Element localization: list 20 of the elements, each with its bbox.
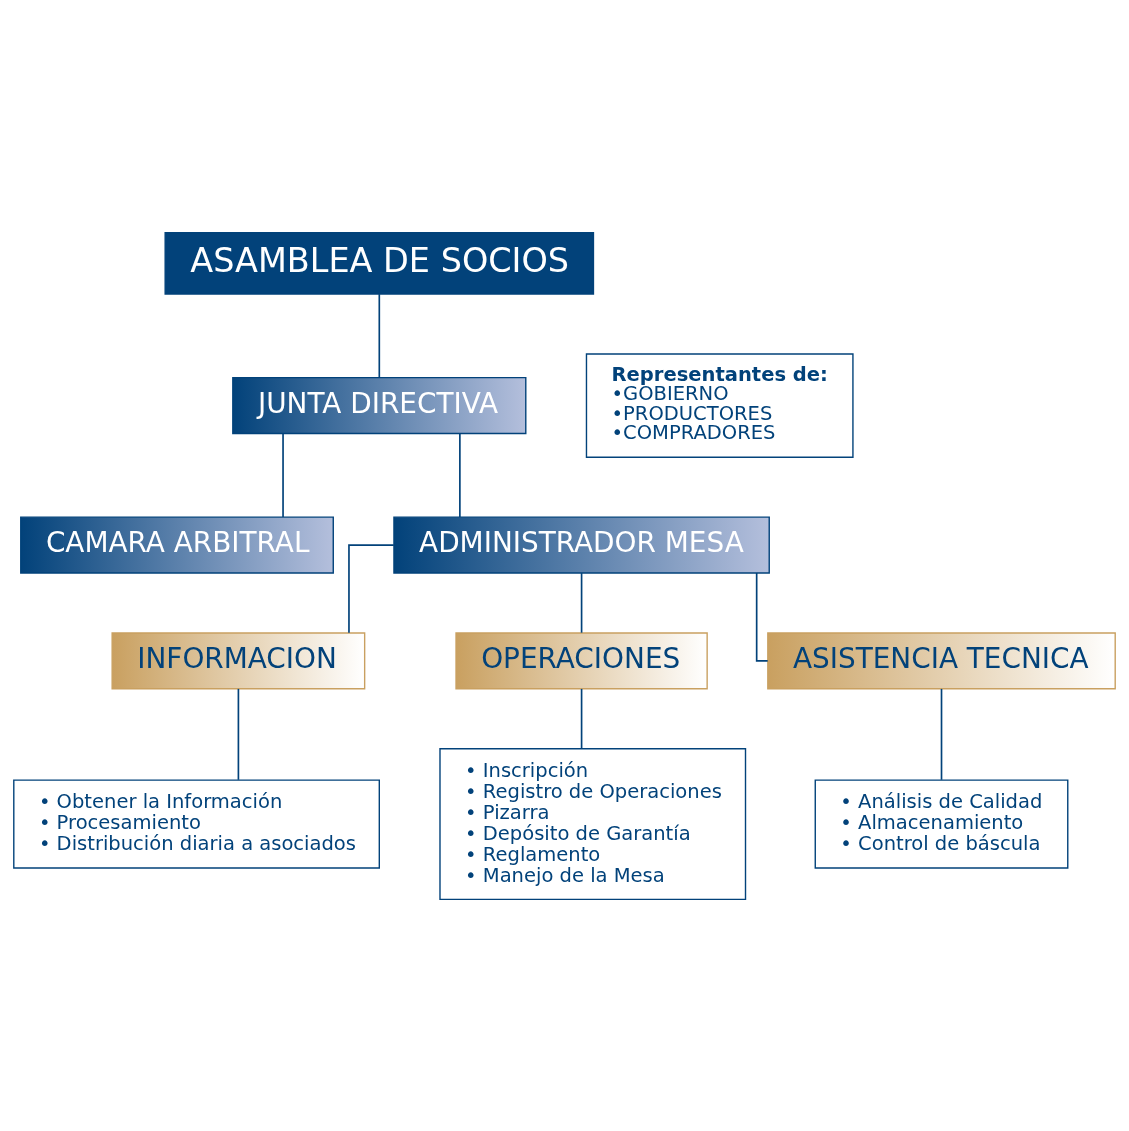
node-box: ASAMBLEA DE SOCIOS [164, 231, 595, 295]
connector [237, 687, 240, 781]
node-box: OPERACIONES [455, 631, 708, 689]
connector [378, 292, 381, 378]
connector [580, 571, 583, 634]
node-box: CAMARA ARBITRAL [20, 515, 334, 574]
connector [348, 543, 395, 634]
node-box: Representantes de: •GOBIERNO •PRODUCTORES •COMPRADORES [585, 352, 854, 458]
node-box: JUNTA DIRECTIVA [232, 376, 527, 434]
connector [282, 432, 284, 518]
node-box: • Inscripción • Registro de Operaciones • Pizarra • Depósito de Garantía • Reglamento • Manejo de la Mesa [439, 747, 747, 900]
node-box: INFORMACION [111, 631, 366, 689]
connector [755, 571, 769, 662]
node-box: • Obtener la Información • Procesamiento • Distribución diaria a asociados [13, 778, 380, 869]
connector [459, 432, 461, 518]
node-box: ADMINISTRADOR MESA [393, 515, 770, 574]
connector [940, 687, 943, 781]
node-box: ASISTENCIA TECNICA [767, 631, 1116, 689]
node-box: • Análisis de Calidad • Almacenamiento • Control de báscula [814, 778, 1069, 869]
connector [580, 687, 583, 750]
